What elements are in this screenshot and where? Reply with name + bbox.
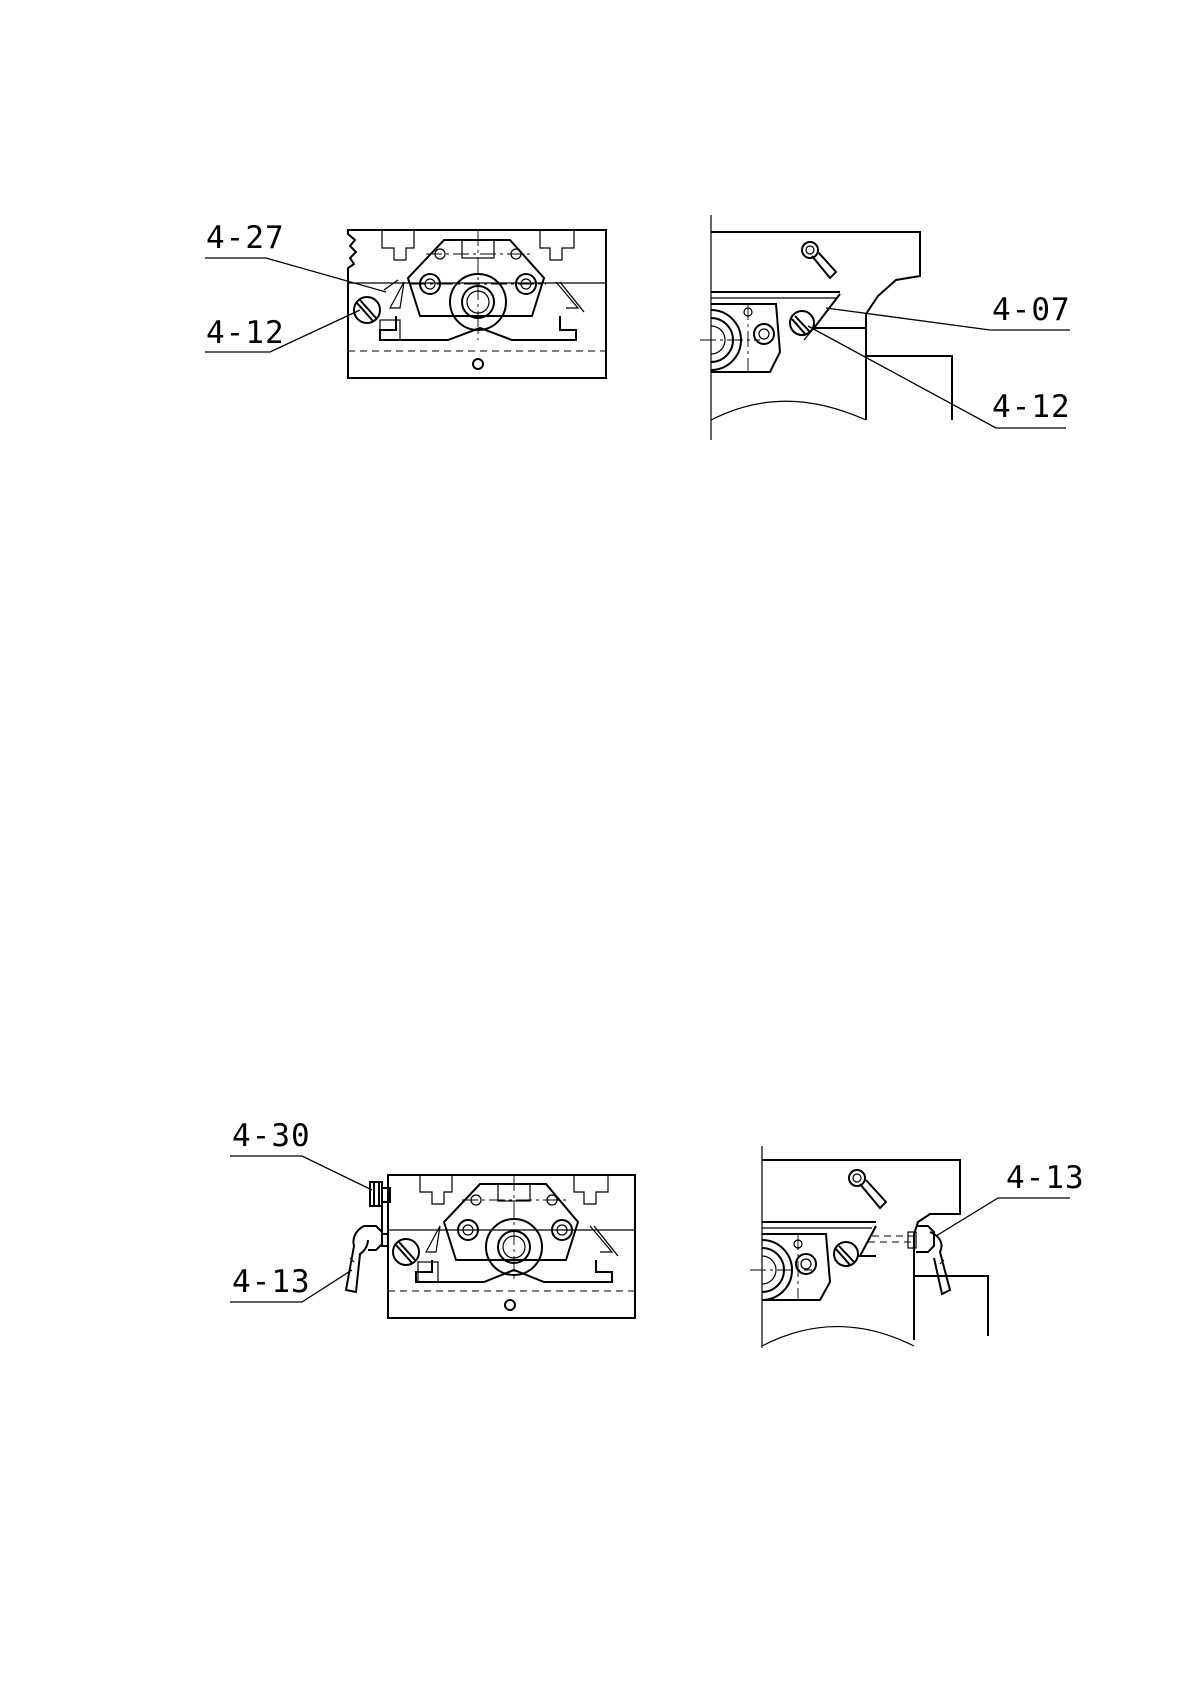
callout-4-30-bottom-left: 4-30 (232, 1118, 311, 1154)
callout-4-13-bottom-right: 4-13 (1006, 1160, 1085, 1196)
callout-4-12-top-left: 4-12 (206, 315, 285, 351)
callout-4-12-top-right: 4-12 (992, 389, 1071, 425)
callout-4-07-top-right: 4-07 (992, 292, 1071, 328)
callout-4-13-bottom-left: 4-13 (232, 1264, 311, 1300)
callout-4-27-top-left: 4-27 (206, 220, 285, 256)
